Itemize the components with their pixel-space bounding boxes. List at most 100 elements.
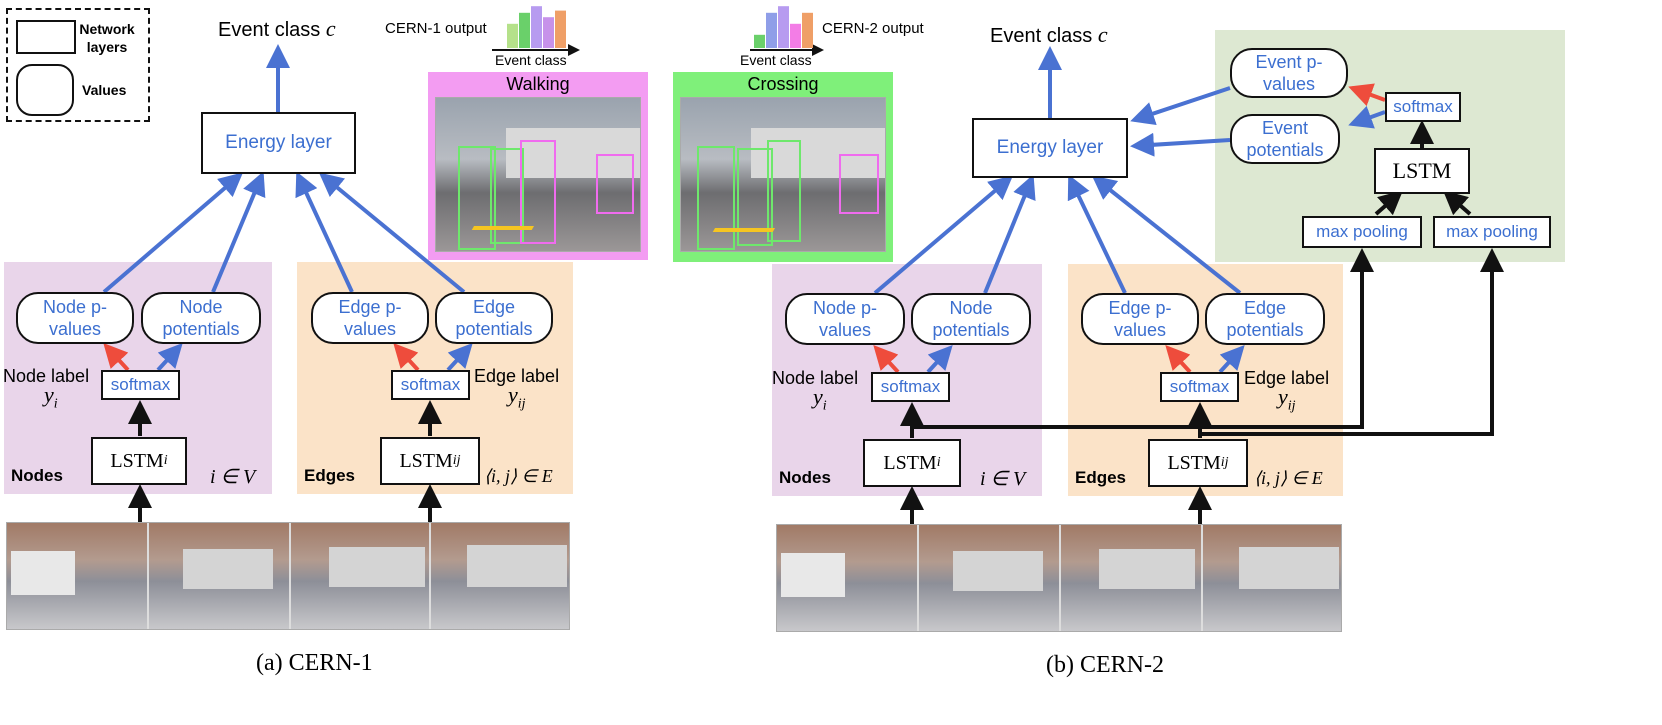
yellow-link-2	[706, 228, 776, 242]
cern2-edge-label-var: yij	[1278, 384, 1296, 414]
cern1-output-axis: Event class	[495, 52, 567, 68]
frame-divider-c	[1201, 525, 1203, 631]
cern2-caption: (b) CERN-2	[1046, 652, 1164, 678]
cern1-energy-layer: Energy layer	[201, 112, 356, 174]
cern1-node-pvalues: Node p-values	[16, 292, 134, 344]
cern2-node-potentials: Node potentials	[911, 293, 1031, 345]
frame-divider-2	[289, 523, 291, 629]
cern2-output-axis: Event class	[740, 52, 812, 68]
box-green-b	[737, 148, 773, 246]
hist1-bar-1	[507, 23, 518, 48]
cern2-edges-set: ⟨i, j⟩ ∈ E	[1254, 468, 1323, 488]
cern1-edges-section: Edges	[304, 466, 356, 485]
cern2-event-class-label: Event class	[990, 25, 1093, 47]
cern1-edge-pvalues: Edge p-values	[311, 292, 429, 344]
cern2-edge-potentials: Edge potentials	[1205, 293, 1325, 345]
cern2-video-frames	[776, 524, 1342, 632]
truck-d	[1239, 547, 1339, 589]
cern1-histogram	[507, 6, 566, 49]
cern2-node-softmax: softmax	[871, 372, 950, 402]
frame-divider-3	[429, 523, 431, 629]
cern2-event-potentials: Event potentials	[1230, 114, 1340, 164]
cern1-edges-set: ⟨i, j⟩ ∈ E	[484, 466, 553, 486]
box-green-2	[490, 148, 524, 244]
cern1-output-title: CERN-1 output	[385, 20, 487, 37]
cern1-event-var: c	[325, 16, 336, 41]
frame-divider-a	[917, 525, 919, 631]
cern1-node-potentials: Node potentials	[141, 292, 261, 344]
hist2-bar-1	[754, 34, 765, 48]
hist2-bar-4	[790, 23, 801, 48]
cern1-edge-potentials-text: Edge potentials	[455, 297, 533, 339]
hist1-bar-4	[543, 17, 554, 48]
cern2-event-class: Event class c	[990, 22, 1108, 48]
cern2-edge-potentials-text: Edge potentials	[1226, 298, 1304, 340]
cern1-edge-potentials: Edge potentials	[435, 292, 553, 344]
hist2-bar-5	[802, 12, 813, 49]
legend-network-layers: Network layers	[79, 21, 135, 55]
cern2-event-var: c	[1097, 22, 1108, 47]
cern1-event-class-label: Event class	[218, 19, 321, 41]
cern2-nodes-set: i ∈ V	[980, 468, 1026, 490]
cern1-nodes-set: i ∈ V	[210, 466, 256, 488]
cern2-node-potentials-text: Node potentials	[932, 298, 1010, 340]
cern1-event-class: Event class c	[218, 16, 336, 42]
cern2-crossing-label: Crossing	[747, 74, 819, 94]
legend-values: Values	[82, 82, 127, 98]
truck-3	[329, 547, 425, 587]
cern2-crossing-image	[680, 97, 886, 252]
cern1-video-frames	[6, 522, 570, 630]
box-pink-1	[520, 140, 556, 244]
truck-shape	[506, 128, 640, 178]
legend-layer-swatch	[16, 20, 76, 54]
frame-divider-1	[147, 523, 149, 629]
truck-4	[467, 545, 567, 587]
cern1-walking-image	[435, 97, 641, 252]
hist2-bar-3	[778, 6, 789, 48]
hist1-bar-3	[531, 6, 542, 48]
cern2-histogram	[754, 6, 813, 49]
frame-divider-b	[1059, 525, 1061, 631]
box-pink-2	[596, 154, 634, 214]
cern2-edge-pvalues: Edge p-values	[1081, 293, 1199, 345]
legend	[6, 8, 150, 122]
cern2-edges-section: Edges	[1075, 468, 1127, 487]
cern2-edge-softmax: softmax	[1160, 372, 1239, 402]
cern1-node-softmax: softmax	[101, 370, 180, 400]
cern2-event-potentials-text: Event potentials	[1246, 118, 1324, 160]
hist1-bar-2	[519, 12, 530, 49]
truck-c	[1099, 549, 1195, 589]
cern1-node-label: Node label	[3, 366, 90, 386]
cern1-edge-label-var: yij	[508, 382, 526, 412]
cern2-node-label-var: yi	[813, 384, 827, 414]
cern2-nodes-section: Nodes	[779, 468, 831, 487]
box-green-1	[458, 146, 496, 250]
box-green-a	[697, 146, 735, 250]
cern2-output-title: CERN-2 output	[822, 20, 924, 37]
truck-2	[183, 549, 273, 589]
cern1-edge-label: Edge label	[474, 366, 560, 386]
cern1-node-potentials-text: Node potentials	[162, 297, 240, 339]
box-green-c	[767, 140, 801, 242]
cern2-maxpool-1: max pooling	[1302, 216, 1422, 248]
hist2-bar-2	[766, 12, 777, 49]
truck-a	[781, 553, 845, 597]
cern1-nodes-section: Nodes	[11, 466, 63, 485]
yellow-link	[465, 226, 535, 240]
cern2-edge-pvalues-text: Edge p-values	[1108, 298, 1172, 340]
cern2-node-pvalues: Node p-values	[785, 293, 905, 345]
hist1-bar-5	[555, 10, 566, 49]
legend-value-swatch	[16, 64, 74, 116]
cern1-caption: (a) CERN-1	[256, 650, 373, 676]
truck-shape-2	[751, 128, 885, 178]
cern2-energy-layer: Energy layer	[972, 118, 1128, 178]
cern2-node-label: Node label	[772, 368, 859, 388]
cern1-edge-pvalues-text: Edge p-values	[338, 297, 402, 339]
box-pink-c	[839, 154, 879, 214]
cern1-node-pvalues-text: Node p-values	[42, 297, 108, 339]
